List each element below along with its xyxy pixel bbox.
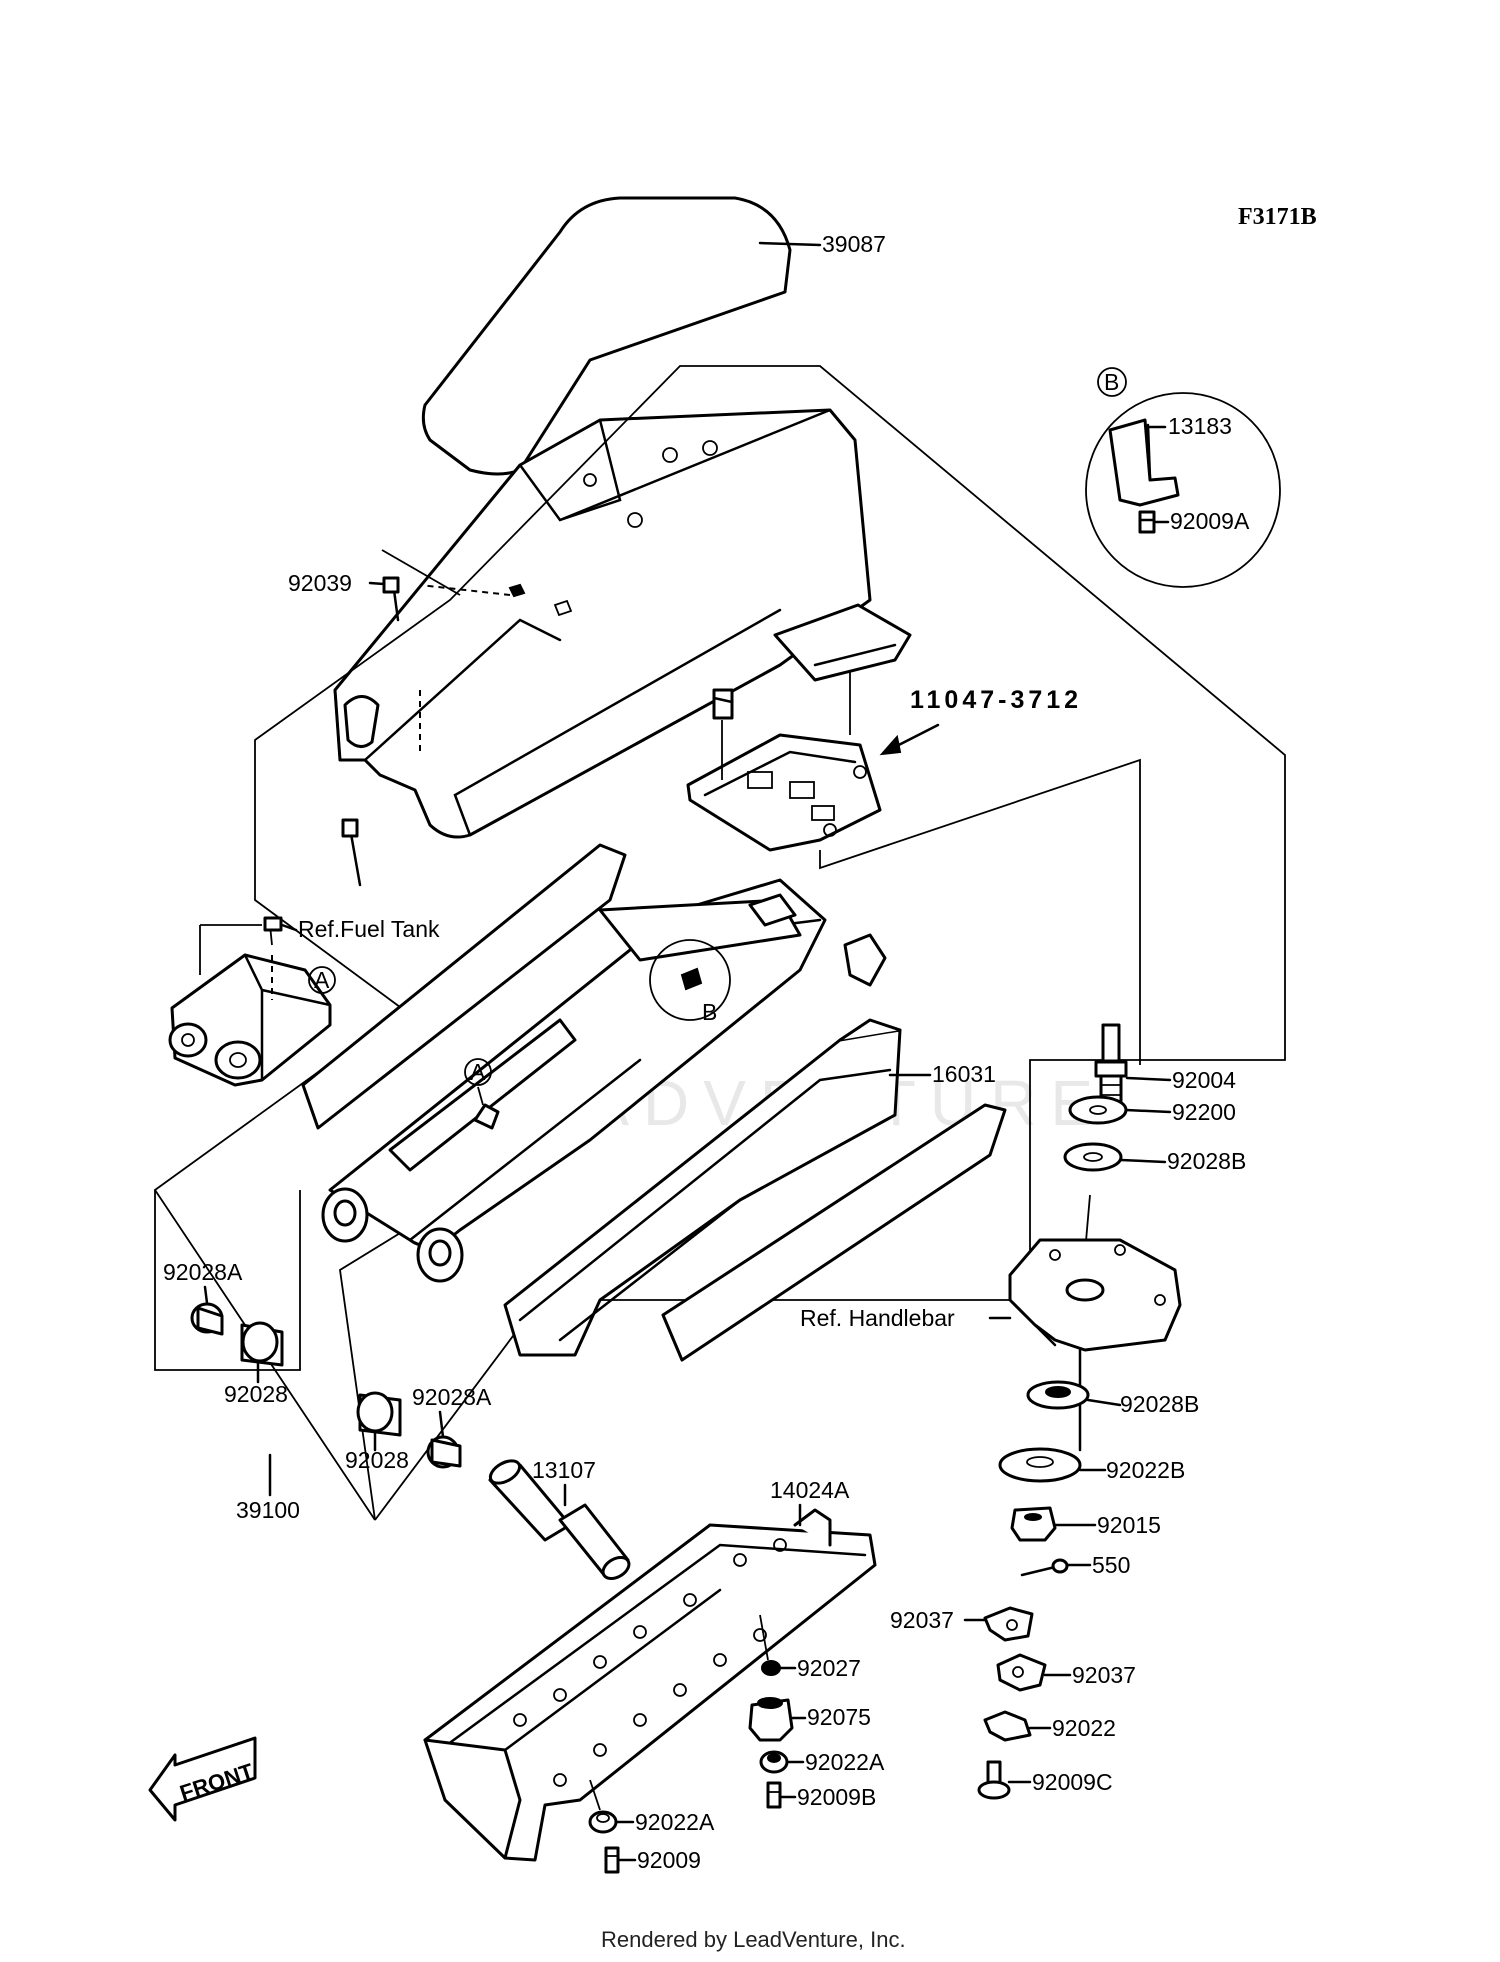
label-92028B-bottom: 92028B [1120, 1391, 1199, 1417]
label-11047-3712: 11047-3712 [910, 686, 1082, 714]
clip-92037-b [996, 1653, 1047, 1692]
label-14024A: 14024A [770, 1477, 850, 1503]
rivet-92039 [341, 576, 400, 887]
label-92022A-left: 92022A [635, 1809, 715, 1835]
label-13183: 13183 [1168, 413, 1232, 439]
side-rail-left [301, 843, 627, 1130]
stud-92004 [1094, 1023, 1128, 1108]
rail-holes [513, 1538, 787, 1787]
bolt-92009 [604, 1846, 620, 1874]
callout-a-swingarm: A [470, 1059, 486, 1085]
nut-92027 [761, 1660, 781, 1676]
lower-rail-14024A [423, 1508, 877, 1862]
label-92028A-left: 92028A [163, 1259, 243, 1285]
diagram-code: F3171B [1238, 204, 1317, 230]
label-ref-handlebar: Ref. Handlebar [800, 1305, 955, 1331]
label-ref-fuel-tank: Ref.Fuel Tank [298, 916, 440, 942]
label-92022: 92022 [1052, 1715, 1116, 1741]
label-13107: 13107 [532, 1457, 596, 1483]
rear-cover [333, 408, 872, 839]
swing-arm: B A [321, 878, 887, 1283]
label-92037-a: 92037 [890, 1607, 954, 1633]
washer-92022B [998, 1447, 1082, 1483]
washer-92200 [1068, 1095, 1128, 1125]
label-92009B: 92009B [797, 1784, 876, 1810]
bushing-92028-mid [356, 1391, 402, 1437]
bushing-92028-left [240, 1321, 284, 1367]
label-92028-left: 92028 [224, 1381, 288, 1407]
label-92039: 92039 [288, 570, 352, 596]
side-rail-right [661, 1103, 1007, 1362]
front-arrow-icon: FRONT [148, 1736, 257, 1822]
label-92022A-right: 92022A [805, 1749, 885, 1775]
washer-92028B-bottom [1026, 1380, 1090, 1410]
clip-92037-a [983, 1606, 1034, 1642]
label-39087: 39087 [822, 231, 886, 257]
label-92022B: 92022B [1106, 1457, 1185, 1483]
label-92004: 92004 [1172, 1067, 1236, 1093]
bolt-92009B [766, 1781, 782, 1809]
pin-550 [1020, 1558, 1069, 1577]
label-92200: 92200 [1172, 1099, 1236, 1125]
label-550: 550 [1092, 1552, 1130, 1578]
nut-92022A-left [588, 1810, 618, 1834]
fuel-tank-mount: A [168, 916, 336, 1087]
label-92009A: 92009A [1170, 508, 1250, 534]
bushing-92028A-mid [426, 1435, 462, 1469]
inset-b: B [1085, 367, 1281, 588]
bushing-92028A-left [190, 1302, 224, 1336]
callout-a-left: A [314, 967, 330, 993]
label-92028B-top: 92028B [1167, 1148, 1246, 1174]
nut-92022A-right [759, 1750, 789, 1774]
washer-92028B-top [1063, 1142, 1123, 1172]
shaft-13107 [488, 1459, 631, 1580]
label-92037-b: 92037 [1072, 1662, 1136, 1688]
label-92028A-mid: 92028A [412, 1384, 492, 1410]
nut-92015 [1010, 1506, 1057, 1542]
callout-b-swingarm: B [702, 999, 717, 1025]
clip-92022 [983, 1710, 1032, 1742]
cap-92075 [748, 1697, 794, 1742]
label-39100: 39100 [236, 1497, 300, 1523]
callout-b-inset: B [1104, 369, 1119, 395]
label-92075: 92075 [807, 1704, 871, 1730]
label-16031: 16031 [932, 1061, 996, 1087]
handlebar-plate [1008, 1238, 1182, 1352]
label-92009C: 92009C [1032, 1769, 1113, 1795]
bolt-92009C [977, 1760, 1011, 1800]
label-92027: 92027 [797, 1655, 861, 1681]
bracket-11047 [686, 603, 912, 852]
lower-frame-16031 [503, 1018, 902, 1357]
label-92028-mid: 92028 [345, 1447, 409, 1473]
footer-credit: Rendered by LeadVenture, Inc. [601, 1927, 906, 1952]
label-92015: 92015 [1097, 1512, 1161, 1538]
label-92009: 92009 [637, 1847, 701, 1873]
